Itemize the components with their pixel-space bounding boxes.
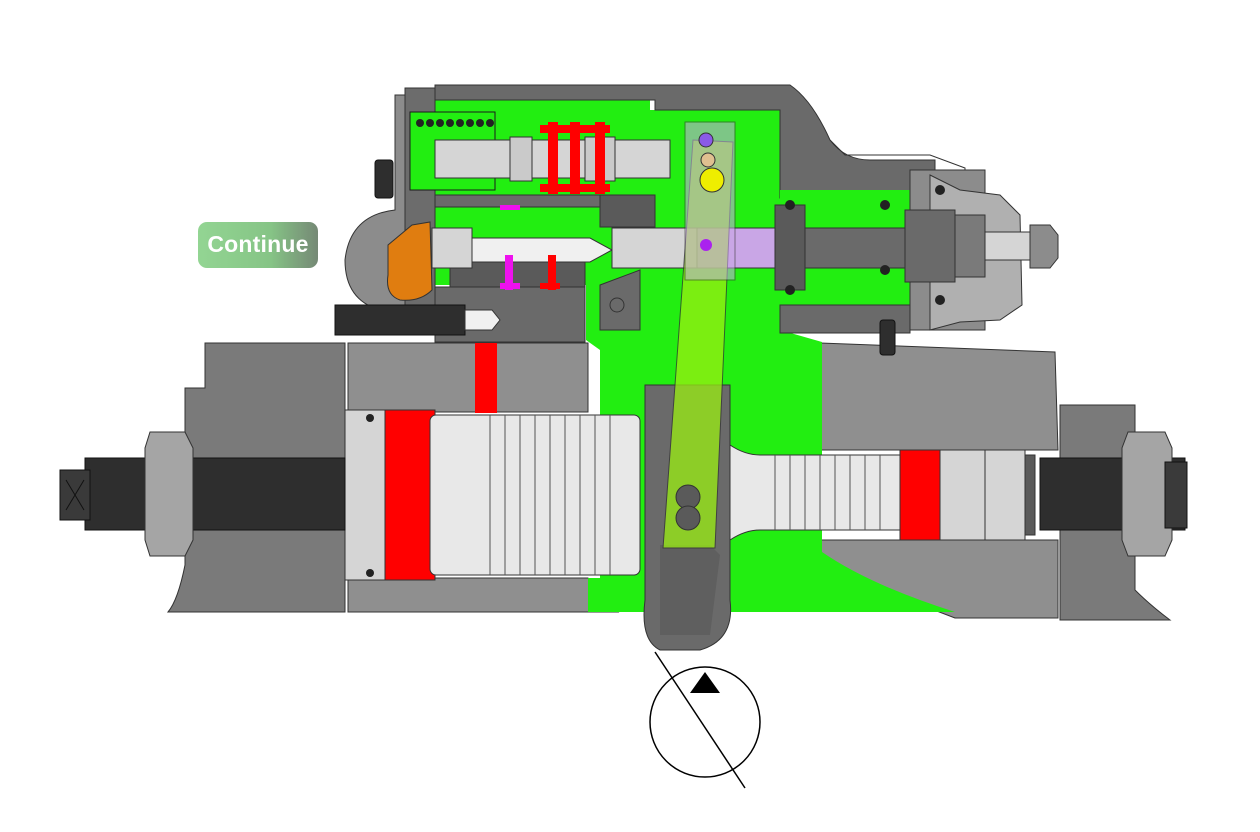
control-spool: [409, 111, 671, 194]
left-shaft-end: [59, 431, 346, 557]
right-shaft-end: [1039, 431, 1188, 557]
cylinder-barrel: [344, 343, 641, 581]
variable-arrow-icon: [654, 651, 746, 789]
right-shaft: [729, 444, 1036, 541]
continue-button[interactable]: Continue: [198, 222, 318, 268]
hex-nut-icon: [1121, 431, 1173, 557]
hex-nut-icon: [1029, 224, 1059, 269]
adjustment-bolt: [334, 304, 501, 336]
swash-lever: [643, 121, 736, 651]
hex-nut-icon: [144, 431, 194, 557]
pilot-spool: [387, 205, 698, 301]
pump-symbol-icon: [649, 651, 761, 789]
